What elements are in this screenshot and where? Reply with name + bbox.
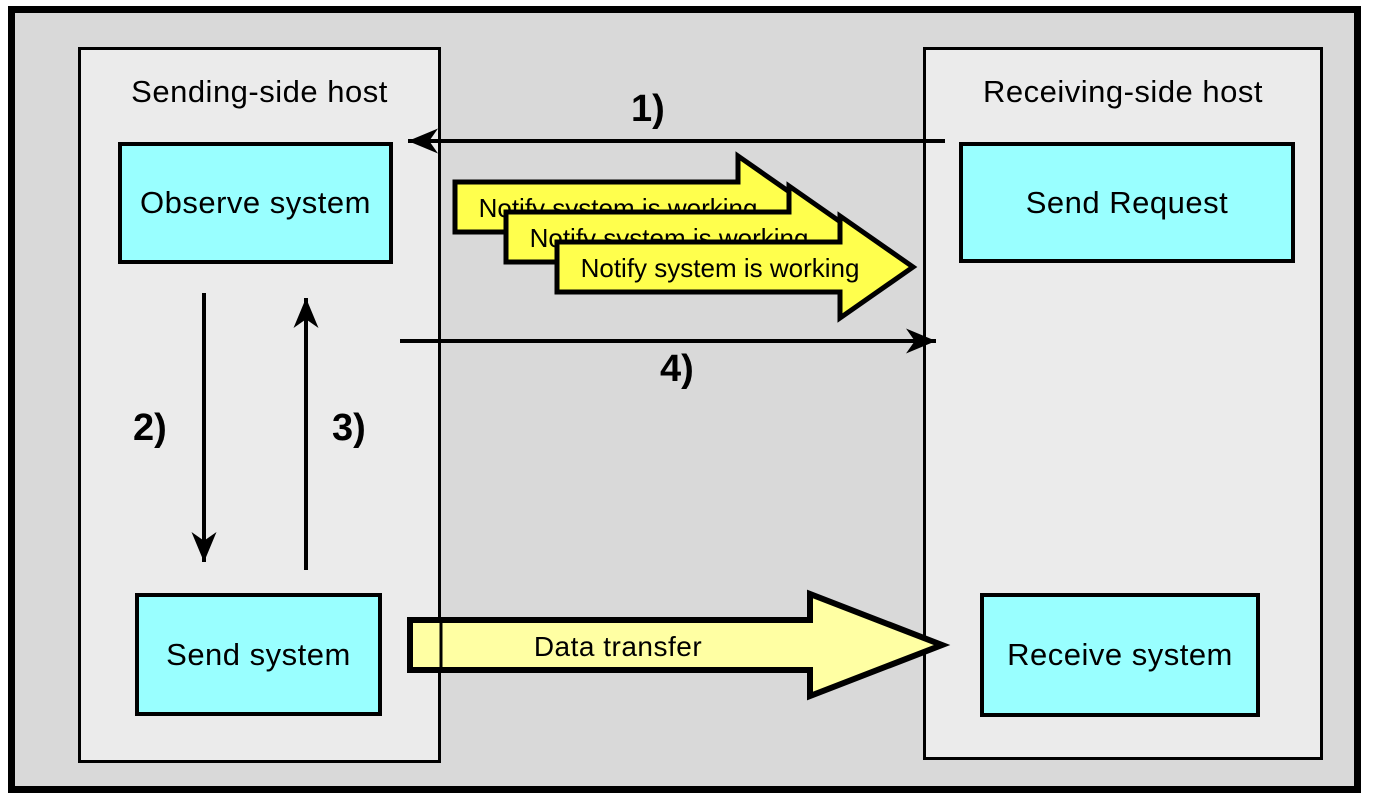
receiving-host-title: Receiving-side host	[982, 74, 1264, 109]
observe-system-box: Observe system	[118, 142, 393, 264]
notify-label-3: Notify system is working	[581, 253, 860, 283]
receive-system-box: Receive system	[980, 593, 1260, 717]
step3-label: 3)	[332, 407, 366, 449]
observe-system-label: Observe system	[140, 185, 371, 220]
data-transfer-arrow	[407, 589, 951, 701]
step4-label: 4)	[660, 348, 694, 390]
send-request-box: Send Request	[959, 142, 1295, 263]
send-request-label: Send Request	[1025, 184, 1229, 220]
send-system-box: Send system	[135, 593, 382, 716]
receive-system-label: Receive system	[1007, 637, 1233, 672]
step2-label: 2)	[133, 407, 167, 449]
step1-label: 1)	[631, 88, 665, 130]
send-system-label: Send system	[166, 636, 351, 672]
notify-arrow-3: Notify system is working	[554, 211, 918, 323]
data-transfer-label: Data transfer	[534, 631, 702, 662]
sending-host-title: Sending-side host	[131, 74, 388, 109]
